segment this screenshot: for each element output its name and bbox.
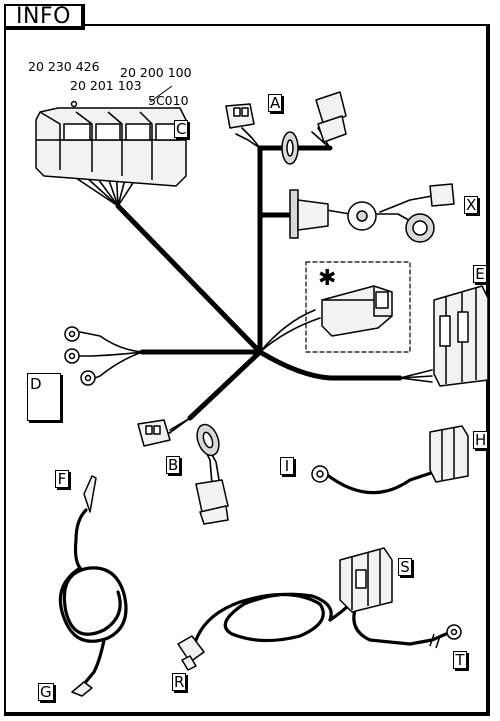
coiled-lead-R-S-T bbox=[194, 592, 448, 646]
part-ref-20-200-100: 20 200 100 bbox=[120, 65, 192, 80]
coiled-lead-F-G bbox=[58, 508, 128, 686]
terminal-F bbox=[83, 475, 97, 513]
optional-part-box bbox=[305, 261, 411, 353]
label-R: R bbox=[172, 673, 187, 691]
connector-E bbox=[433, 285, 489, 387]
label-D: D bbox=[30, 375, 42, 393]
connector-H bbox=[429, 425, 469, 483]
lead-I-H bbox=[324, 468, 442, 495]
label-X: X bbox=[464, 196, 479, 214]
info-tab: INFO bbox=[4, 4, 85, 30]
wire-branches bbox=[63, 127, 433, 487]
connector-B-bottom bbox=[195, 479, 229, 525]
label-B: B bbox=[166, 456, 181, 474]
fuse-block-C bbox=[35, 100, 187, 187]
part-ref-20-201-103: 20 201 103 bbox=[70, 78, 142, 93]
label-D-ground: D bbox=[27, 373, 61, 421]
label-A: A bbox=[268, 94, 283, 112]
ring-terminals-D bbox=[64, 326, 96, 386]
connector-R bbox=[177, 635, 205, 671]
label-G: G bbox=[38, 683, 54, 701]
connector-S bbox=[339, 547, 393, 613]
part-ref-20-230-426: 20 230 426 bbox=[28, 59, 100, 74]
label-H: H bbox=[473, 431, 489, 449]
part-ref-5c010: 5C010 bbox=[148, 93, 189, 108]
connector-A-left bbox=[225, 103, 255, 129]
connector-B-left bbox=[137, 419, 171, 447]
label-E: E bbox=[473, 265, 487, 283]
label-T: T bbox=[453, 651, 467, 669]
terminal-G bbox=[71, 681, 93, 697]
label-S: S bbox=[398, 558, 412, 576]
label-I: I bbox=[280, 457, 294, 475]
label-F: F bbox=[55, 470, 69, 488]
harness-trunks bbox=[115, 145, 403, 421]
label-C: C bbox=[174, 120, 189, 138]
optional-marker-icon: ✱ bbox=[318, 266, 337, 291]
connector-A-right bbox=[315, 91, 347, 143]
bulkhead-connector-X bbox=[289, 183, 455, 243]
optional-relay bbox=[321, 285, 393, 337]
